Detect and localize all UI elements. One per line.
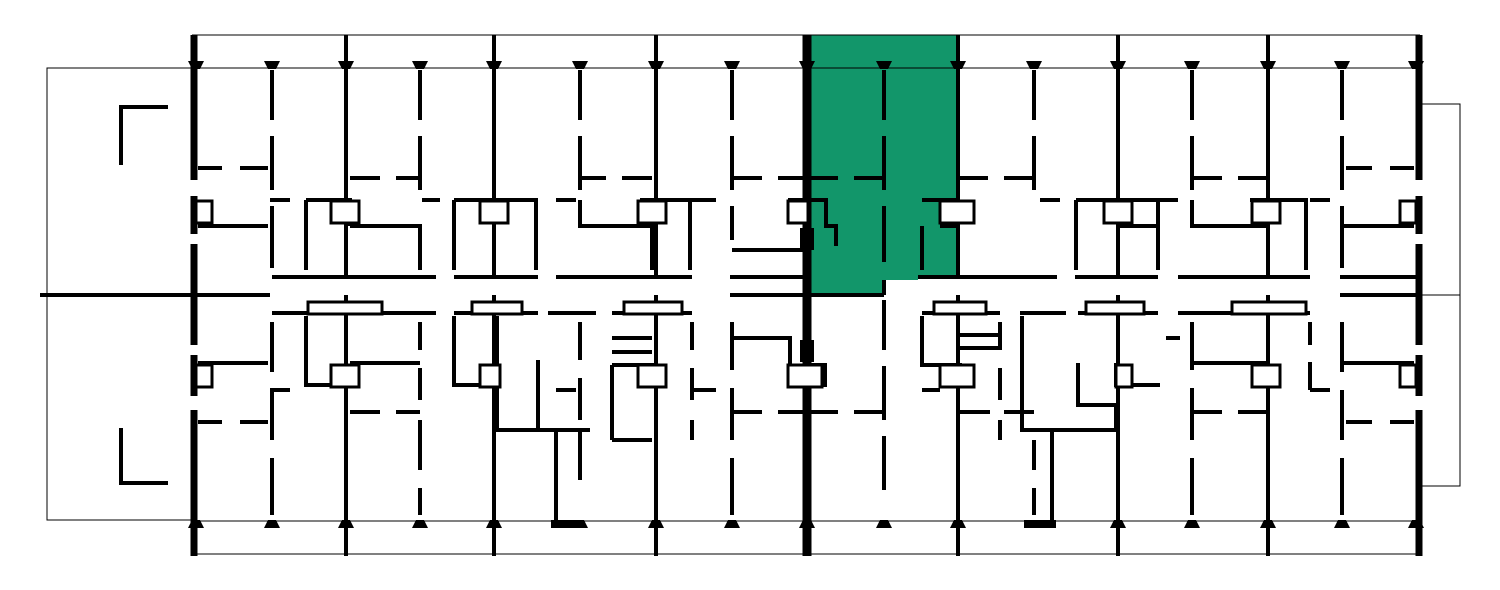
facade-column bbox=[876, 61, 892, 69]
facade-column bbox=[1110, 61, 1126, 69]
terrace-markers bbox=[119, 105, 168, 485]
facade-column bbox=[799, 520, 815, 528]
facade-column bbox=[950, 61, 966, 69]
facade-column bbox=[1334, 61, 1350, 69]
facade-column bbox=[338, 61, 354, 69]
facade-column bbox=[551, 520, 583, 528]
facade-column bbox=[876, 520, 892, 528]
facade-column bbox=[264, 520, 280, 528]
facade-column bbox=[1408, 520, 1424, 528]
facade-column bbox=[1184, 61, 1200, 69]
fixtures bbox=[194, 199, 1418, 389]
facade-column bbox=[264, 61, 280, 69]
facade-column bbox=[648, 520, 664, 528]
facade-column bbox=[1026, 61, 1042, 69]
facade-column bbox=[412, 520, 428, 528]
facade-column bbox=[572, 61, 588, 69]
facade-column bbox=[1260, 61, 1276, 69]
facade-column bbox=[648, 61, 664, 69]
facade-column bbox=[799, 61, 815, 69]
facade-column bbox=[412, 61, 428, 69]
facade-column bbox=[338, 520, 354, 528]
facade-column bbox=[1184, 520, 1200, 528]
facade-columns-bottom bbox=[188, 520, 1424, 528]
side-openings bbox=[190, 180, 1423, 410]
facade-column bbox=[950, 520, 966, 528]
facade-column bbox=[1408, 61, 1424, 69]
facade-column bbox=[1024, 520, 1056, 528]
facade-column bbox=[1110, 520, 1126, 528]
facade-column bbox=[486, 61, 502, 69]
facade-column bbox=[1260, 520, 1276, 528]
facade-column bbox=[1334, 520, 1350, 528]
facade-column bbox=[188, 61, 204, 69]
facade-column bbox=[188, 520, 204, 528]
facade-column bbox=[724, 61, 740, 69]
facade-columns-top bbox=[188, 61, 1424, 69]
facade-column bbox=[486, 520, 502, 528]
facade-column bbox=[724, 520, 740, 528]
